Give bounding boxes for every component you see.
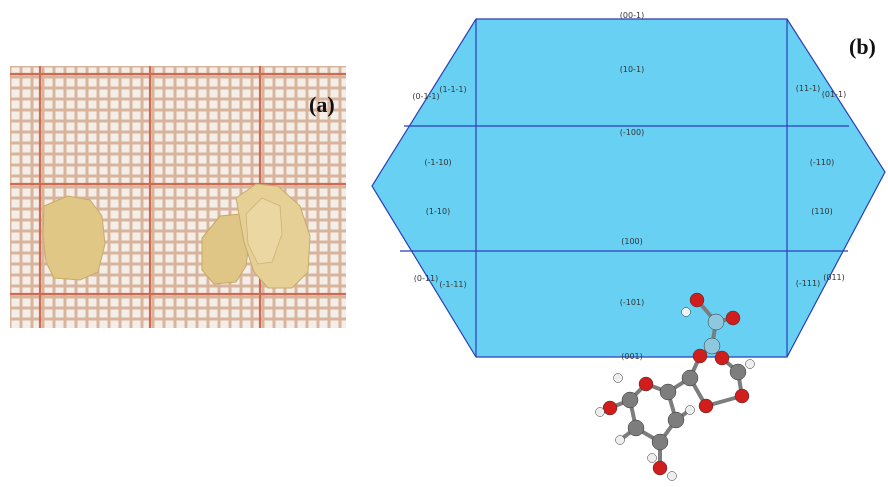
- panel-a-label: (a): [309, 92, 335, 117]
- face-label-m1m11: (-1-11): [439, 280, 466, 289]
- molecule-model: [595, 292, 755, 481]
- face-label-m111: (-111): [796, 279, 820, 288]
- face-label-0m1m1: (0-1-1): [412, 92, 439, 101]
- face-labels: (00-1) (10-1) (-100) (100) (-101) (001) …: [412, 11, 846, 361]
- face-label-m100: (-100): [620, 128, 644, 137]
- panel-b-label: (b): [849, 34, 876, 59]
- molecule-atoms: [595, 292, 755, 481]
- face-label-01m1: (01-1): [822, 90, 846, 99]
- face-label-011: (011): [823, 273, 845, 282]
- crystal-edges: [400, 19, 849, 357]
- face-label-110: (110): [811, 207, 833, 216]
- crystal-photo: [10, 66, 346, 328]
- crystal-left: [42, 195, 106, 281]
- face-label-1m10: (1-10): [426, 207, 450, 216]
- face-label-m110: (-110): [810, 158, 834, 167]
- face-label-1m1m1: (1-1-1): [439, 85, 466, 94]
- crystal-right-mid: [245, 197, 283, 265]
- face-label-11m1: (11-1): [796, 84, 820, 93]
- face-label-0m11: (0-11): [414, 274, 438, 283]
- face-label-bottom: (001): [621, 352, 643, 361]
- crystal-polyhedron: [371, 18, 886, 358]
- face-label-10m1: (10-1): [620, 65, 644, 74]
- face-label-100: (100): [621, 237, 643, 246]
- face-label-m1m10: (-1-10): [424, 158, 451, 167]
- face-label-m101: (-101): [620, 298, 644, 307]
- face-label-top: (00-1): [620, 11, 644, 20]
- crystal-right-front: [201, 213, 251, 285]
